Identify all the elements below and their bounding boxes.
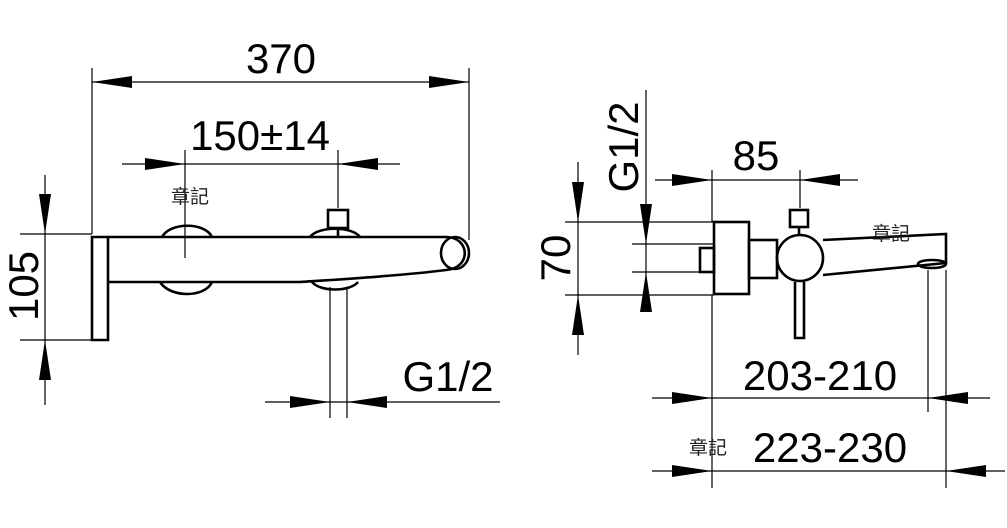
side-spout bbox=[822, 232, 948, 277]
spout-outlet bbox=[439, 235, 471, 271]
dim-projection-short: 203-210 bbox=[743, 352, 897, 399]
watermark-1: 章記 bbox=[171, 186, 209, 208]
watermark-2: 章記 bbox=[872, 223, 910, 245]
knob-right-bottom bbox=[310, 281, 360, 291]
dim-body-height: 70 bbox=[532, 235, 579, 282]
dim-center-distance: 150±14 bbox=[190, 112, 330, 159]
cartridge bbox=[775, 233, 825, 283]
connector-nut bbox=[326, 208, 350, 230]
dim-body-depth: 85 bbox=[733, 132, 780, 179]
mixer-body bbox=[712, 220, 751, 296]
dim-inlet-thread-left: G1/2 bbox=[402, 353, 493, 400]
dim-projection-long: 223-230 bbox=[753, 424, 907, 471]
front-view: 370 150±14 105 G1/2 章記 bbox=[0, 35, 500, 418]
lever bbox=[793, 282, 806, 340]
dim-height: 105 bbox=[0, 251, 47, 321]
knob-left-top bbox=[160, 224, 214, 238]
side-view: G1/2 85 70 203-210 223-230 章記 章記 bbox=[532, 90, 1005, 488]
dim-inlet-thread-right: G1/2 bbox=[600, 101, 647, 192]
knob-left-bottom bbox=[158, 281, 214, 296]
dim-overall-length: 370 bbox=[246, 35, 316, 82]
wall-plate bbox=[90, 235, 110, 342]
watermark-3: 章記 bbox=[689, 437, 727, 459]
spout-body bbox=[108, 235, 467, 284]
